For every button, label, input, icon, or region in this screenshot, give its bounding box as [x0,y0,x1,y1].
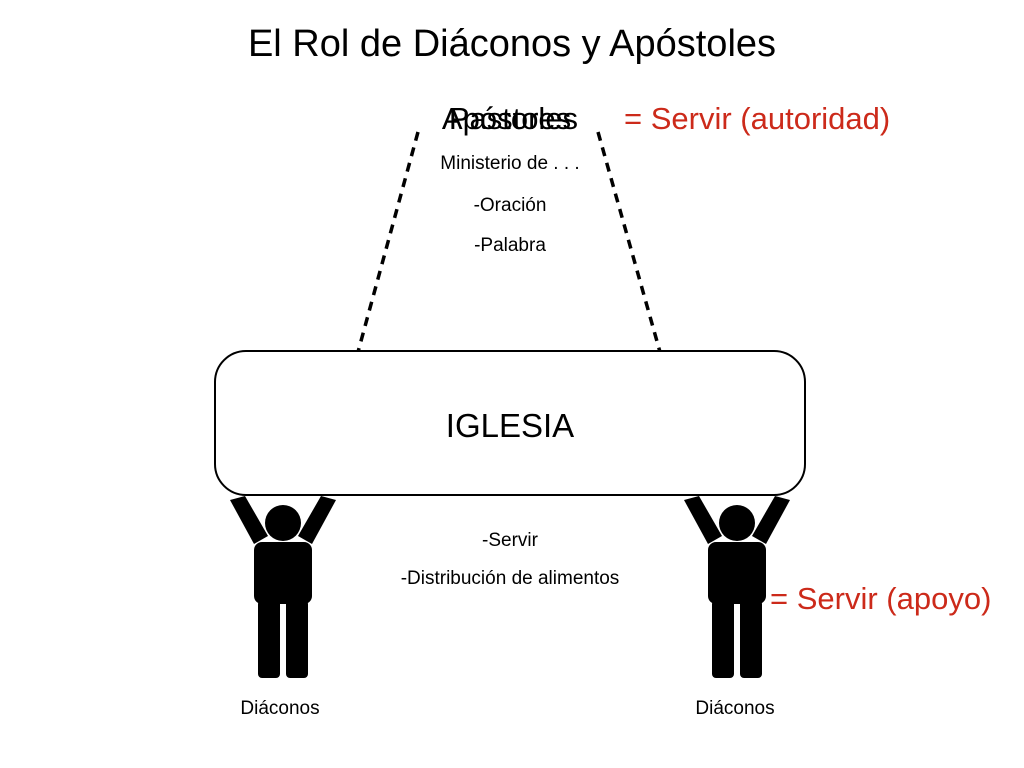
deacon-duty-item: -Distribución de alimentos [400,568,620,589]
leaders-label-pastores: Pastores [448,101,572,136]
ministry-item: -Palabra [474,235,546,256]
dashed-line-right [596,131,662,353]
church-label: IGLESIA [445,407,575,444]
person-arms-raised-icon [684,496,790,678]
leaders-equation: = Servir (autoridad) [624,101,891,136]
deacon-caption-right: Diáconos [695,698,775,719]
leaders-label-apostoles: Apóstoles [441,101,579,136]
person-arms-raised-icon [230,496,336,678]
ministry-item: -Oración [473,195,547,216]
deacon-caption-left: Diáconos [240,698,320,719]
dashed-line-left [356,131,420,353]
deacon-duty-item: -Servir [482,530,538,551]
church-box [214,350,806,496]
deacons-equation: = Servir (apoyo) [770,581,992,616]
ministry-heading: Ministerio de . . . [440,153,580,174]
page-title: El Rol de Diáconos y Apóstoles [247,23,777,65]
